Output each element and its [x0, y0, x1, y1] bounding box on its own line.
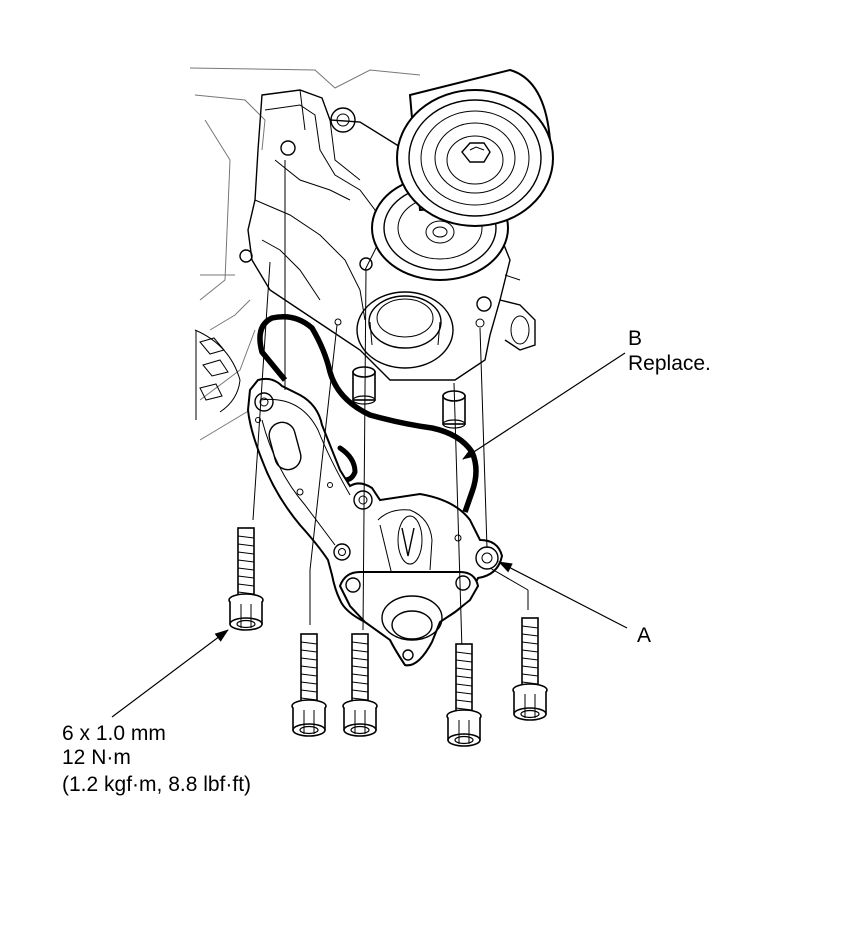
leader-line-b	[462, 352, 626, 460]
flange-bolt-3	[342, 633, 378, 737]
flange-bolt-5	[512, 617, 548, 721]
o-ring-inner-loop	[337, 445, 358, 483]
bolt-spec-torque-alt: (1.2 kgf·m, 8.8 lbf·ft)	[62, 773, 251, 796]
water-pump	[246, 377, 504, 667]
flange-bolt-1	[228, 527, 264, 631]
tensioner-pulley	[396, 68, 554, 227]
bolt-alignment-lines	[252, 160, 529, 651]
callout-a-letter: A	[637, 624, 651, 647]
bolt-spec-torque-nm: 12 N·m	[62, 746, 131, 769]
leader-line-a	[498, 561, 628, 629]
dowel-pin-left	[352, 366, 376, 405]
bolt-spec-size: 6 x 1.0 mm	[62, 722, 166, 745]
flange-bolt-2	[291, 633, 327, 737]
leader-line-bolt-spec	[111, 629, 229, 718]
callout-b-note: Replace.	[628, 352, 711, 375]
flange-bolt-4	[446, 643, 482, 747]
callout-b-letter: B	[628, 327, 642, 350]
